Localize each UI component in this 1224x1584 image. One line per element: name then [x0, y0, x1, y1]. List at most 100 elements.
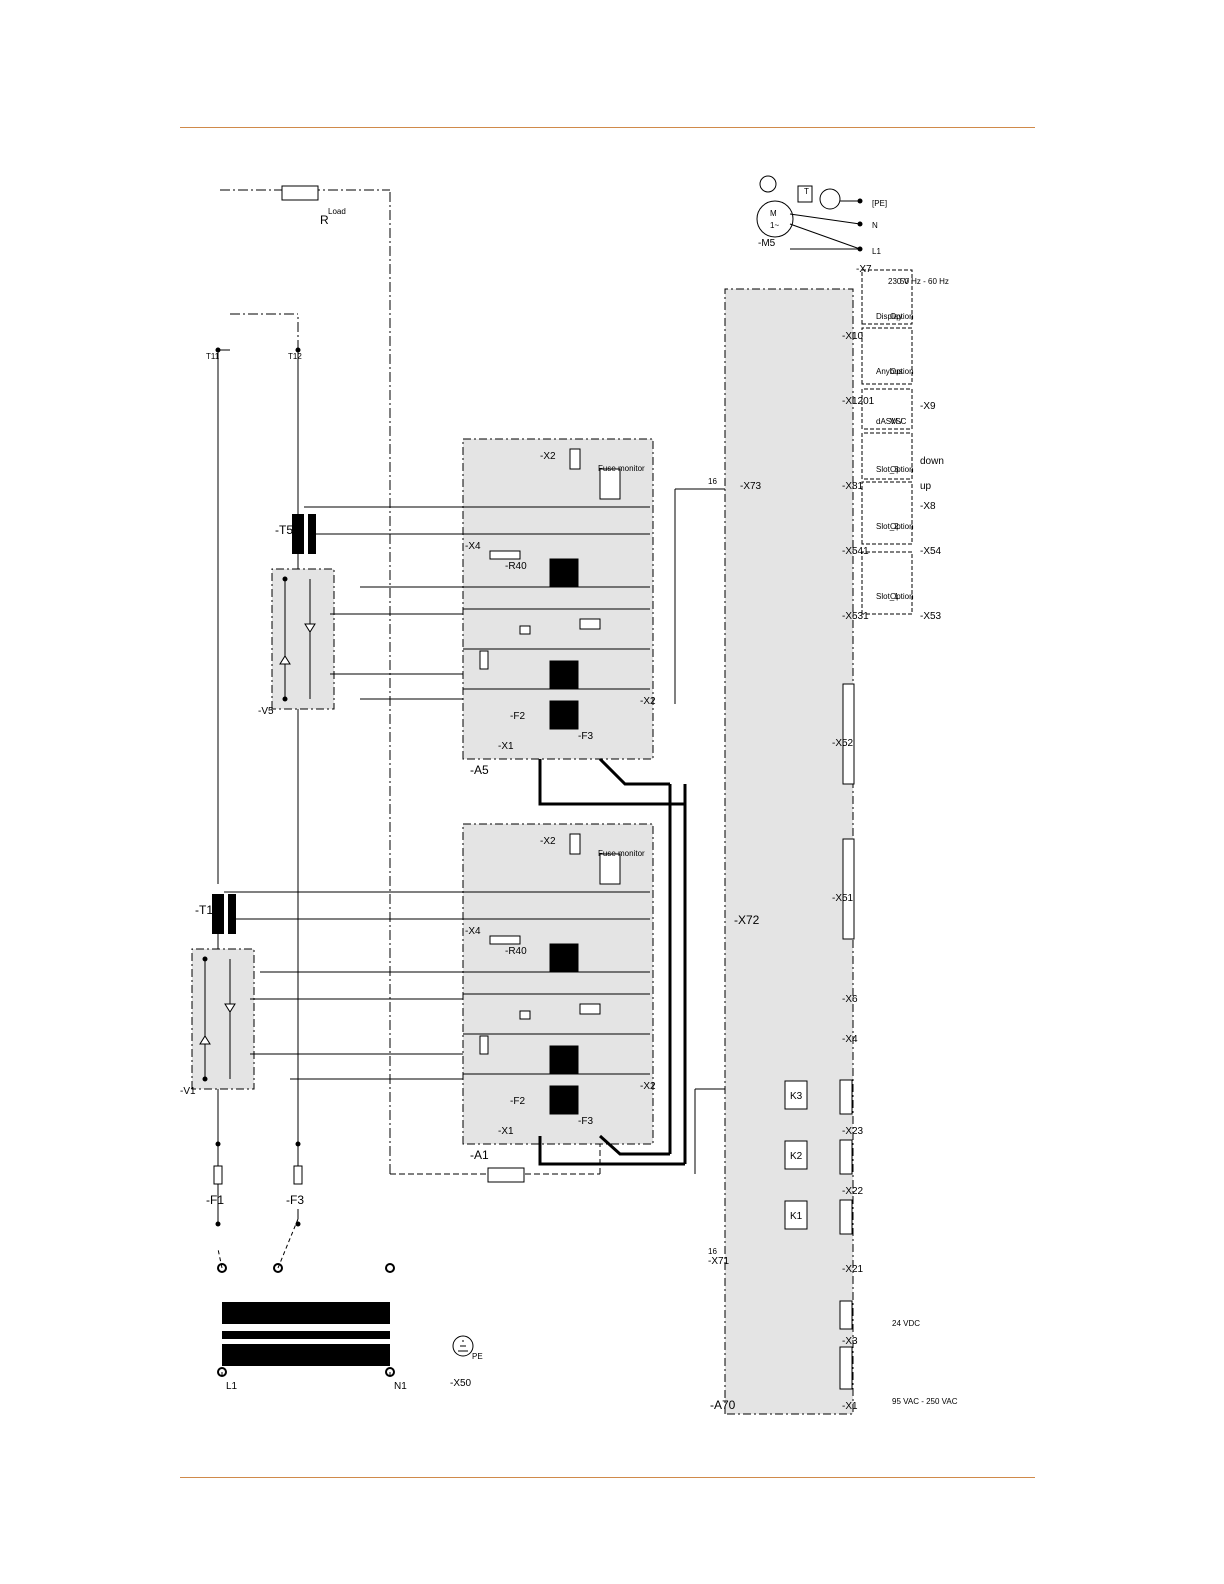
label-a5-x1: -X1: [498, 741, 514, 752]
label-f1: -F1: [206, 1193, 224, 1207]
label-t12: T12: [288, 352, 302, 361]
label-anybus-opt: Option: [890, 367, 914, 376]
bottom-rule: [180, 1477, 1035, 1478]
label-a1-x2-low: -X2: [640, 1081, 656, 1092]
label-x22: -X22: [842, 1186, 864, 1197]
label-rload-sub: Load: [328, 207, 346, 216]
label-x4-ctrl: -X4: [842, 1034, 858, 1045]
relay-k1: [784, 1199, 853, 1235]
label-a5-f2: -F2: [510, 711, 525, 722]
label-rload: R: [320, 213, 329, 227]
label-x1201: -X1201: [842, 396, 875, 407]
label-x71: -X71: [708, 1256, 730, 1267]
label-fan-pe: [PE]: [872, 199, 887, 208]
label-x3: -X3: [842, 1336, 858, 1347]
schematic-frame: L1 N1 -X50 PE: [180, 175, 958, 1415]
controller-a70: [674, 288, 854, 1415]
label-n1: N1: [394, 1381, 407, 1392]
label-slot1: Slot_1: [876, 592, 899, 601]
ct-t5-core-b: [308, 514, 316, 554]
thyristor-v1: [191, 948, 255, 1090]
label-a5-f3: -F3: [578, 731, 593, 742]
load-resistor: [281, 185, 319, 201]
label-fan-voltage: 230 V: [888, 277, 910, 286]
label-slot2-opt: Option: [890, 522, 914, 531]
label-x51: -X51: [832, 893, 854, 904]
label-thermo: T: [804, 187, 809, 196]
link-resistor: [487, 1167, 525, 1183]
firing-board-a5: [462, 438, 654, 760]
label-a5-x2-low: -X2: [640, 696, 656, 707]
label-x1-volt: 95 VAC - 250 VAC: [892, 1397, 958, 1406]
thyristor-v5: [271, 568, 335, 710]
label-x54: -X54: [920, 546, 942, 557]
firing-board-a1: [462, 823, 654, 1145]
label-t11: T11: [206, 352, 220, 361]
label-slot3: Slot_3: [876, 465, 899, 474]
gate-wires: [224, 506, 463, 1080]
label-a5-fuse-monitor: Fuse monitor: [598, 464, 645, 473]
terminal-x52: [842, 683, 855, 785]
ct-t1-core-a: [212, 894, 224, 934]
label-a1-f2: -F2: [510, 1096, 525, 1107]
terminal-x51: [842, 838, 855, 940]
label-a1-f3: -F3: [578, 1116, 593, 1127]
label-x71-pin: 16: [708, 1247, 717, 1256]
label-x72: -X72: [734, 913, 760, 927]
label-x7: -X7: [856, 264, 872, 275]
label-phase: 1~: [770, 221, 779, 230]
label-x52: -X52: [832, 738, 854, 749]
label-x6: -X6: [842, 994, 858, 1005]
label-x73: -X73: [740, 481, 762, 492]
terminal-x3: [839, 1300, 853, 1330]
relay-k2: [784, 1139, 853, 1175]
label-slot2: Slot_2: [876, 522, 899, 531]
fuse-f3: [293, 1165, 303, 1185]
label-m5: -M5: [758, 238, 776, 249]
top-rule: [180, 127, 1035, 128]
label-x50: -X50: [450, 1378, 472, 1389]
label-display: Display: [876, 312, 902, 321]
label-up: up: [920, 481, 932, 492]
label-a5-x2-high: -X2: [540, 451, 556, 462]
ct-t5-core-a: [292, 514, 304, 554]
option-slots: [861, 269, 913, 615]
label-a5-x4: -X4: [465, 541, 481, 552]
phase-lines: [217, 350, 299, 1269]
terminal-x1: [839, 1346, 853, 1390]
label-fan-freq: 50 Hz - 60 Hz: [900, 277, 949, 286]
label-f3: -F3: [286, 1193, 304, 1207]
label-x3-volt: 24 VDC: [892, 1319, 920, 1328]
label-slot1-opt: Option: [890, 592, 914, 601]
label-k2: K2: [790, 1151, 803, 1162]
label-x81: -X81: [842, 481, 864, 492]
label-pe: PE: [472, 1352, 483, 1361]
label-t5: -T5: [275, 523, 293, 537]
label-m: M: [770, 209, 777, 218]
label-a1-x2-high: -X2: [540, 836, 556, 847]
label-dasm: dASM /: [876, 417, 903, 426]
fuse-f1: [213, 1165, 223, 1185]
relay-k3: [784, 1079, 853, 1115]
label-x541: -X541: [842, 546, 869, 557]
label-l1: L1: [226, 1381, 238, 1392]
label-anybus: Anybus: [876, 367, 903, 376]
supply-transformer: [217, 1263, 395, 1377]
label-x21: -X21: [842, 1264, 864, 1275]
ct-t1-core-b: [228, 894, 236, 934]
label-a5-r40: -R40: [505, 561, 527, 572]
label-a5: -A5: [470, 763, 489, 777]
label-k3: K3: [790, 1091, 803, 1102]
label-v5: -V5: [258, 706, 274, 717]
label-display-opt: Option: [890, 312, 914, 321]
label-slot3-opt: Option: [890, 465, 914, 474]
label-x8: -X8: [920, 501, 936, 512]
pe-symbol: [452, 1335, 474, 1357]
label-x1-ctrl: -X1: [842, 1401, 858, 1412]
label-down: down: [920, 456, 944, 467]
label-fan-n: N: [872, 221, 878, 230]
label-dasm-vsc: VSC: [890, 417, 907, 426]
label-x53: -X53: [920, 611, 942, 622]
label-a70: -A70: [710, 1398, 736, 1412]
